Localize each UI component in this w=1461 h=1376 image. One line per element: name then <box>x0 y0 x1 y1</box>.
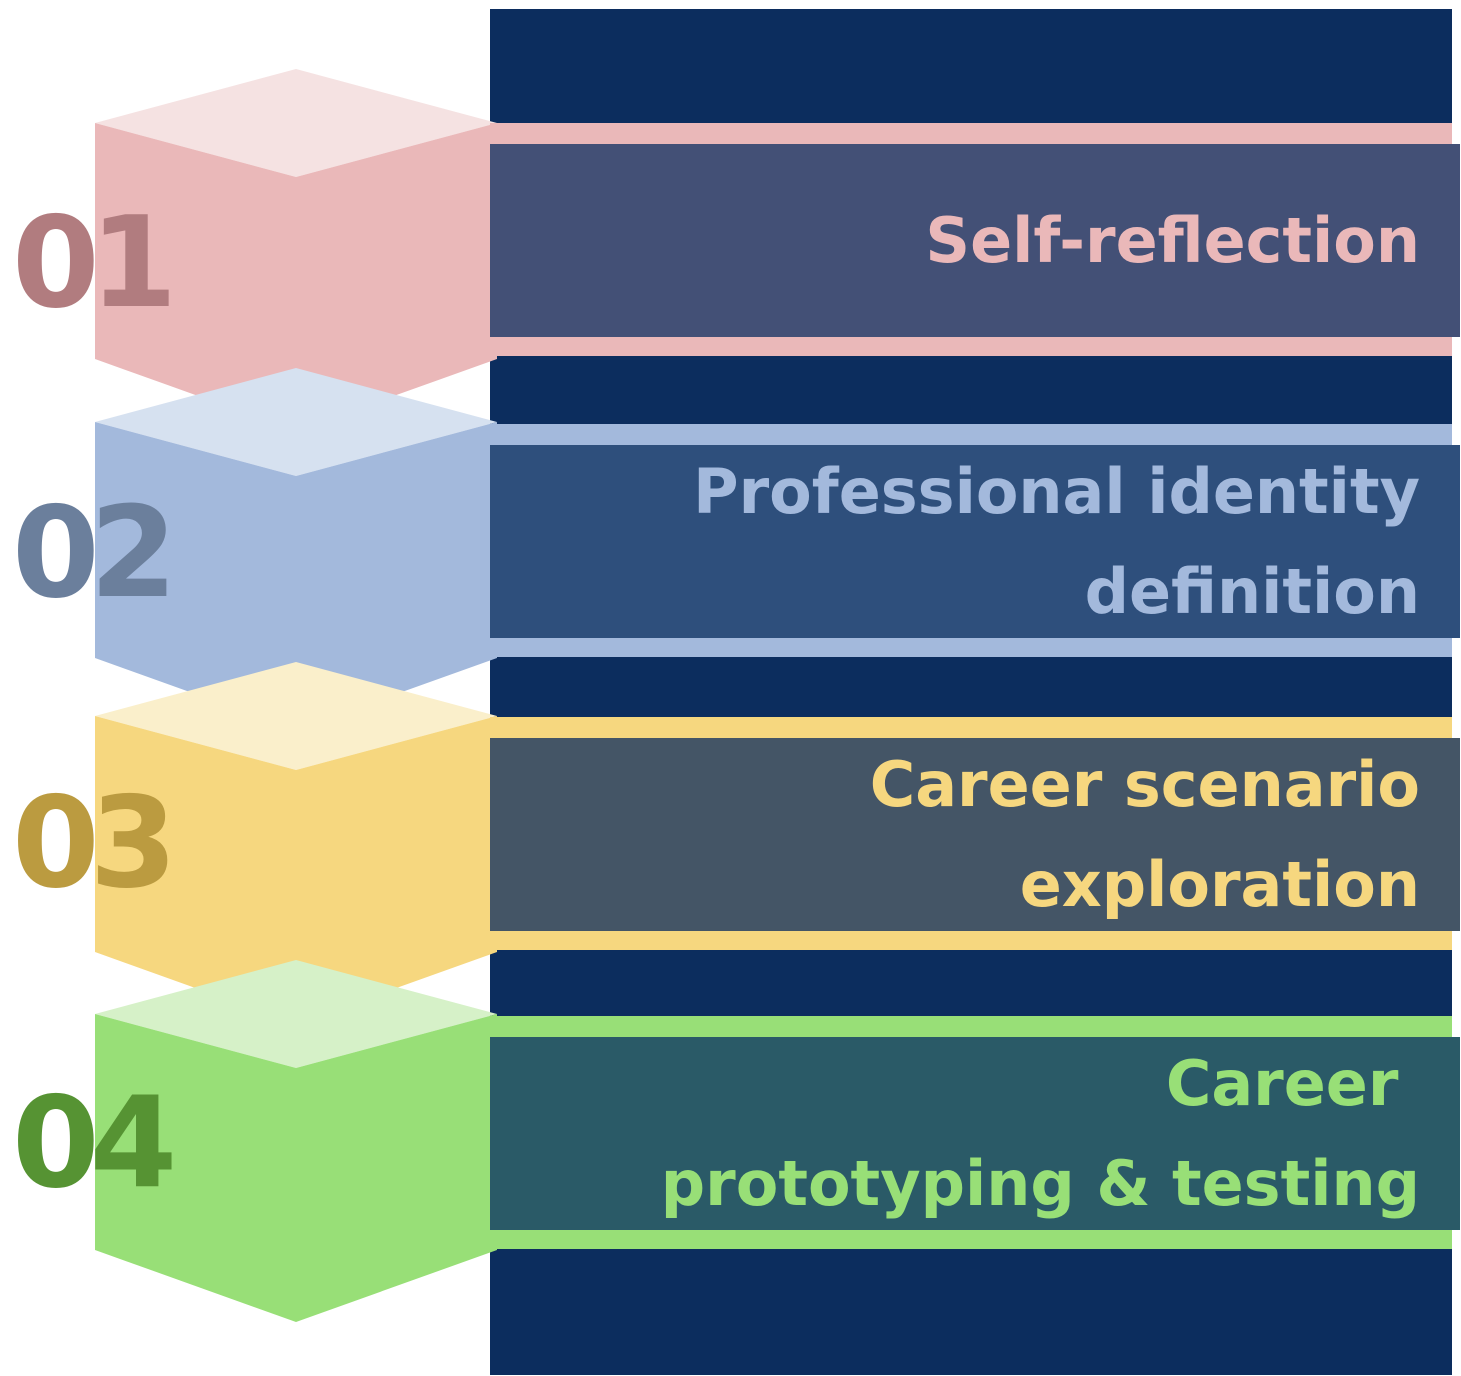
step-number-3: 03 <box>12 769 177 916</box>
cube-3 <box>95 662 497 1024</box>
cube-left-face <box>95 123 296 431</box>
step-number-2: 02 <box>12 479 177 626</box>
cube-right-face <box>296 123 497 431</box>
step-number-4: 04 <box>12 1069 177 1216</box>
step-label-box-1: Self-reflection <box>490 144 1460 337</box>
cube-right-face <box>296 422 497 730</box>
cube-2 <box>95 368 497 730</box>
step-label-box-2: Professional identity definition <box>490 445 1460 638</box>
cube-left-face <box>95 1014 296 1322</box>
step-label-3-line-1: Career scenario <box>869 747 1420 821</box>
step-label-3-line-2: exploration <box>1019 847 1420 921</box>
step-label-4-line-2: prototyping & testing <box>660 1146 1420 1220</box>
step-band-2: Professional identity definition <box>490 424 1460 657</box>
step-band-1: Self-reflection <box>490 123 1460 356</box>
step-label-box-4: Career prototyping & testing <box>490 1037 1460 1230</box>
step-band-3: Career scenario exploration <box>490 717 1460 950</box>
step-label-2-line-2: definition <box>1084 554 1420 628</box>
step-label-box-3: Career scenario exploration <box>490 738 1460 931</box>
cube-left-face <box>95 716 296 1024</box>
step-label-4: Career prototyping & testing <box>661 1034 1420 1234</box>
cube-left-face <box>95 422 296 730</box>
step-label-4-line-1: Career <box>1165 1046 1420 1120</box>
cube-right-face <box>296 1014 497 1322</box>
step-number-1: 01 <box>12 189 177 336</box>
step-label-1-line-1: Self-reflection <box>925 203 1420 277</box>
step-label-2-line-1: Professional identity <box>693 454 1420 528</box>
step-label-1: Self-reflection <box>925 191 1420 291</box>
step-label-2: Professional identity definition <box>693 442 1420 642</box>
cube-1 <box>95 69 497 431</box>
step-band-4: Career prototyping & testing <box>490 1016 1460 1249</box>
cube-4 <box>95 960 497 1322</box>
step-label-3: Career scenario exploration <box>870 735 1420 935</box>
cube-right-face <box>296 716 497 1024</box>
